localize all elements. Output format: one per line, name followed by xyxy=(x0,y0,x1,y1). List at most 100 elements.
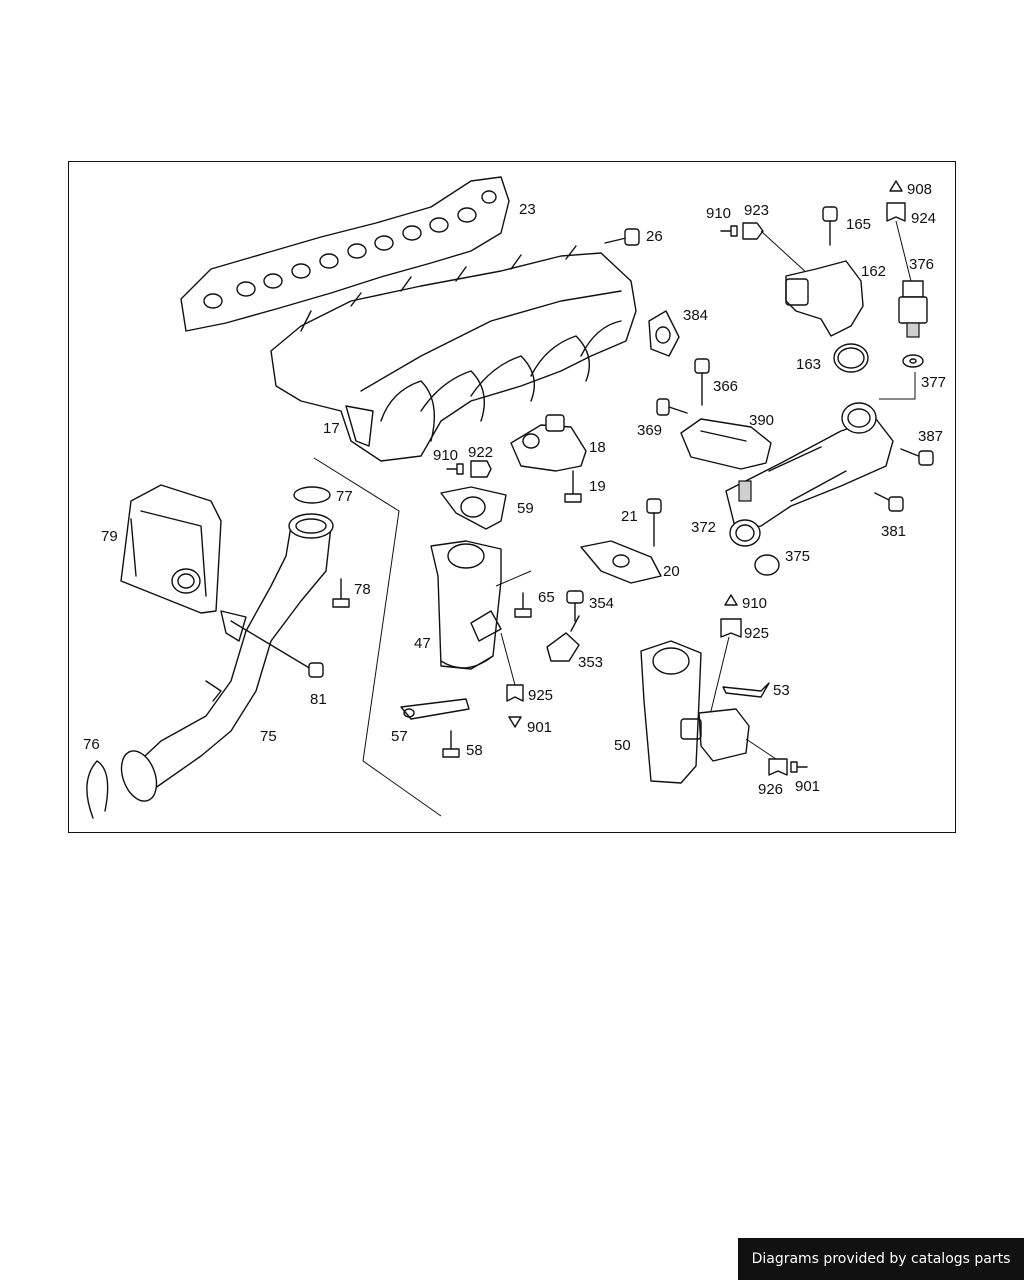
callout-908: 908 xyxy=(907,181,932,198)
part-59-gasket xyxy=(440,486,507,530)
callout-75: 75 xyxy=(260,728,277,745)
callout-926: 926 xyxy=(758,781,783,798)
part-390-bracket xyxy=(680,418,772,470)
callout-354: 354 xyxy=(589,595,614,612)
part-17-intake-manifold xyxy=(270,245,637,462)
part-910-fastener-c xyxy=(724,594,738,606)
callout-23: 23 xyxy=(519,201,536,218)
part-163-seal-ring xyxy=(833,343,869,373)
callout-50: 50 xyxy=(614,737,631,754)
callout-369: 369 xyxy=(637,422,662,439)
callout-21: 21 xyxy=(621,508,638,525)
callout-163: 163 xyxy=(796,356,821,373)
part-165-screw xyxy=(822,206,838,246)
callout-19: 19 xyxy=(589,478,606,495)
part-910-fastener-b xyxy=(446,463,464,475)
part-926-connector xyxy=(745,738,788,776)
part-901-fastener-a xyxy=(508,716,522,728)
callout-384: 384 xyxy=(683,307,708,324)
part-925-connector-a xyxy=(500,632,524,702)
part-922-connector xyxy=(470,460,492,478)
credit-text: Diagrams provided by catalogs parts xyxy=(751,1251,1011,1267)
part-925-connector-b xyxy=(710,618,742,712)
callout-910-b: 910 xyxy=(433,447,458,464)
group-bracket-line xyxy=(313,457,442,817)
part-57-bracket xyxy=(400,698,470,720)
part-21-bolt xyxy=(646,498,662,547)
part-375-seal-ring xyxy=(754,554,780,576)
part-76-clamp xyxy=(86,760,109,819)
callout-923: 923 xyxy=(744,202,769,219)
part-366-bolt xyxy=(694,358,710,406)
part-381-bolt xyxy=(874,492,904,512)
part-924-connector xyxy=(886,202,912,282)
part-369-bolt xyxy=(656,398,688,416)
callout-376: 376 xyxy=(909,256,934,273)
callout-924: 924 xyxy=(911,210,936,227)
part-376-pressure-sensor xyxy=(898,280,928,338)
callout-366: 366 xyxy=(713,378,738,395)
callout-162: 162 xyxy=(861,263,886,280)
callout-53: 53 xyxy=(773,682,790,699)
part-354-bolt xyxy=(566,590,584,622)
callout-925-b: 925 xyxy=(744,625,769,642)
part-162-sensor-housing xyxy=(785,260,864,337)
callout-47: 47 xyxy=(414,635,431,652)
part-19-screw xyxy=(564,470,582,503)
part-65-screw xyxy=(514,592,532,618)
part-387-bolt xyxy=(900,448,934,466)
part-377-washer xyxy=(879,354,924,400)
callout-387: 387 xyxy=(918,428,943,445)
callout-353: 353 xyxy=(578,654,603,671)
part-58-screw xyxy=(442,730,460,758)
part-47-egr-housing xyxy=(430,540,502,670)
callout-922: 922 xyxy=(468,444,493,461)
part-79-cover xyxy=(120,484,222,614)
callout-910-c: 910 xyxy=(742,595,767,612)
callout-17: 17 xyxy=(323,420,340,437)
callout-20: 20 xyxy=(663,563,680,580)
callout-165: 165 xyxy=(846,216,871,233)
callout-18: 18 xyxy=(589,439,606,456)
callout-77: 77 xyxy=(336,488,353,505)
callout-390: 390 xyxy=(749,412,774,429)
part-53-clip xyxy=(722,682,770,698)
part-81-bolt xyxy=(230,620,324,678)
part-26-bolt xyxy=(604,228,640,246)
callout-375: 375 xyxy=(785,548,810,565)
part-20-gasket-plate xyxy=(580,540,662,584)
part-77-seal-ring xyxy=(293,486,331,504)
callout-901-b: 901 xyxy=(795,778,820,795)
parts-diagram-frame: 23 26 17 910 923 165 162 908 924 376 384… xyxy=(68,161,956,833)
part-75-charge-air-pipe xyxy=(120,513,334,802)
callout-381: 381 xyxy=(881,523,906,540)
part-78-screw xyxy=(332,578,350,608)
callout-81: 81 xyxy=(310,691,327,708)
part-908-fastener xyxy=(889,180,903,192)
callout-910-a: 910 xyxy=(706,205,731,222)
callout-57: 57 xyxy=(391,728,408,745)
part-384-gasket xyxy=(648,310,680,357)
callout-79: 79 xyxy=(101,528,118,545)
part-372-egr-cooler xyxy=(725,402,894,547)
callout-901-a: 901 xyxy=(527,719,552,736)
callout-78: 78 xyxy=(354,581,371,598)
part-910-fastener-a xyxy=(720,225,738,237)
credit-banner: Diagrams provided by catalogs parts xyxy=(738,1238,1024,1280)
part-18-actuator xyxy=(510,414,587,472)
part-901-fastener-b xyxy=(790,761,808,773)
callout-26: 26 xyxy=(646,228,663,245)
part-23-manifold-gasket xyxy=(180,176,510,332)
callout-59: 59 xyxy=(517,500,534,517)
callout-58: 58 xyxy=(466,742,483,759)
part-50-egr-valve xyxy=(640,640,750,784)
callout-76: 76 xyxy=(83,736,100,753)
callout-925-a: 925 xyxy=(528,687,553,704)
part-923-connector xyxy=(742,222,822,287)
exploded-parts-diagram: 23 26 17 910 923 165 162 908 924 376 384… xyxy=(83,176,946,819)
callout-372: 372 xyxy=(691,519,716,536)
callout-65: 65 xyxy=(538,589,555,606)
leader-65 xyxy=(495,570,532,587)
part-353-sensor xyxy=(546,615,580,662)
callout-377: 377 xyxy=(921,374,946,391)
